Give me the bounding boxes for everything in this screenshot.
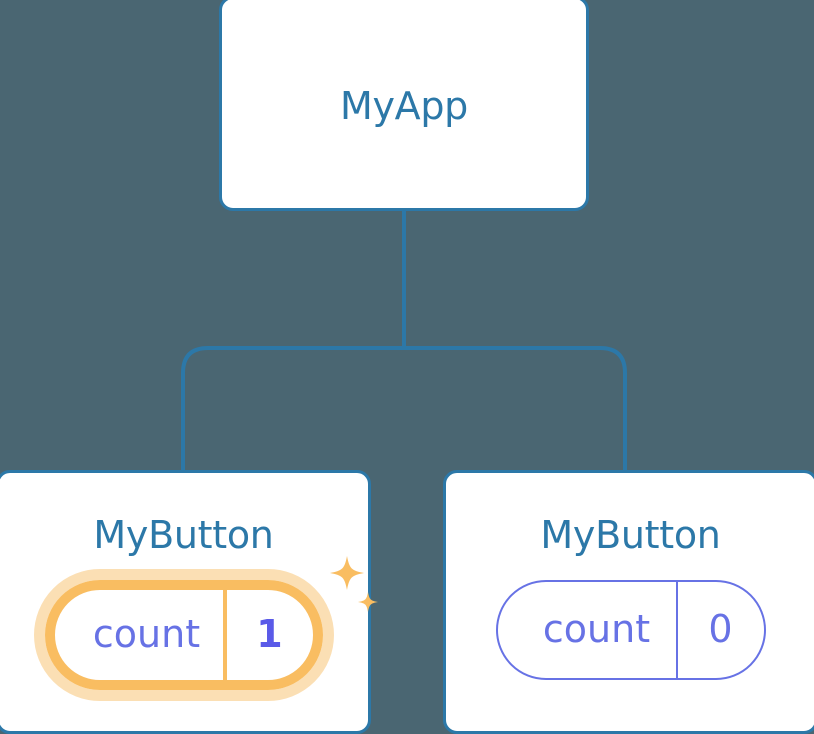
node-title: MyButton xyxy=(93,513,274,557)
prop-pill-plain[interactable]: count 0 xyxy=(495,580,766,680)
prop-pill[interactable]: count 1 xyxy=(44,580,323,690)
connector-branch-left xyxy=(181,346,404,472)
prop-value: 1 xyxy=(222,590,313,680)
node-title: MyButton xyxy=(540,513,721,557)
prop-key: count xyxy=(542,606,651,651)
prop-pill[interactable]: count 0 xyxy=(495,580,766,680)
prop-pill-highlighted[interactable]: count 1 xyxy=(33,556,378,701)
node-mybutton-right[interactable]: MyButton count 0 xyxy=(443,470,814,734)
node-mybutton-left[interactable]: MyButton count 1 xyxy=(0,470,378,734)
node-myapp[interactable]: MyApp xyxy=(219,0,589,211)
node-title: MyApp xyxy=(339,83,468,128)
connector-branch-right xyxy=(404,346,627,472)
prop-value: 0 xyxy=(675,582,764,678)
prop-key: count xyxy=(92,611,201,656)
